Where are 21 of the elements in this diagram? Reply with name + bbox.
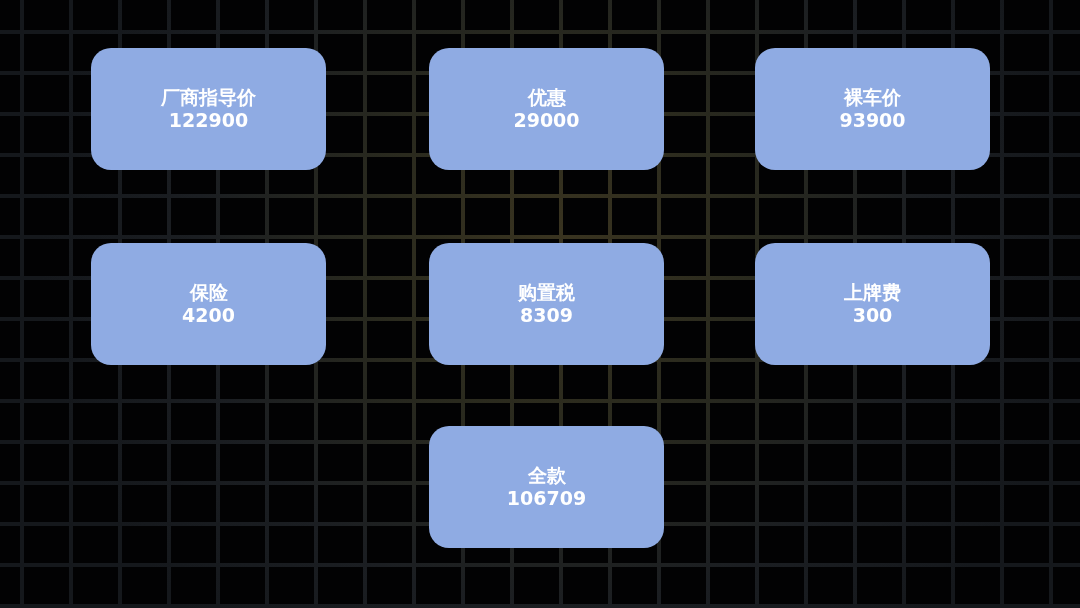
cost-item-label: 全款	[527, 464, 566, 487]
cost-card	[755, 243, 990, 365]
cost-item-label: 购置税	[518, 281, 575, 304]
cost-item-label: 优惠	[527, 86, 566, 109]
amount-value: 29000	[513, 109, 580, 132]
amount-value: 106709	[506, 487, 587, 510]
cost-card	[429, 243, 664, 365]
cost-card	[429, 48, 664, 170]
amount-value: 93900	[839, 109, 906, 132]
cost-item-label: 裸车价	[844, 86, 901, 109]
cost-item-label: 厂商指导价	[161, 86, 256, 109]
cost-item-label: 保险	[189, 281, 228, 304]
cost-card	[755, 48, 990, 170]
amount-value: 4200	[182, 304, 235, 327]
amount-value: 300	[852, 304, 893, 327]
cost-card	[91, 243, 326, 365]
amount-value: 8309	[520, 304, 573, 327]
cost-card	[91, 48, 326, 170]
cost-card	[429, 426, 664, 548]
cost-item-label: 上牌费	[844, 281, 901, 304]
amount-value: 122900	[168, 109, 249, 132]
